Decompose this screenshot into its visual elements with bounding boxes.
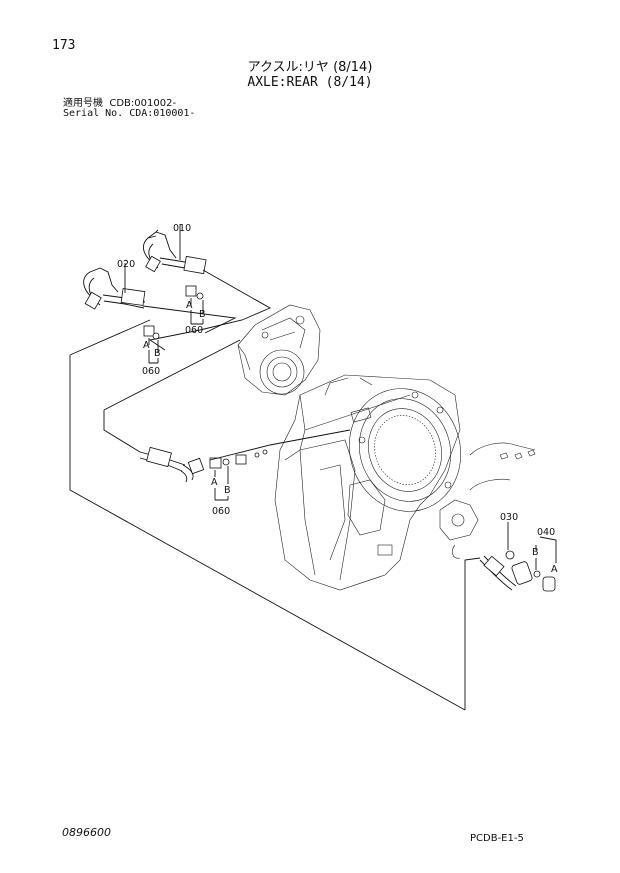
hose-010 — [142, 231, 207, 275]
callout-a: A — [186, 300, 193, 311]
callout-b: B — [154, 348, 161, 359]
drawing-code: 0896600 — [62, 826, 111, 839]
hose-020 — [83, 267, 146, 310]
hose-right — [479, 550, 556, 592]
callout-a: A — [551, 564, 558, 575]
callout-a: A — [143, 340, 150, 351]
callout-030: 030 — [500, 512, 518, 523]
callouts: 010 020 030 040 A B 060 A B 060 A B 060 … — [117, 223, 558, 575]
callout-b: B — [224, 485, 231, 496]
page-title-japanese: アクスル:リヤ (8/14) — [247, 60, 373, 75]
callout-040: 040 — [537, 527, 555, 538]
serial-number: Serial No. CDA:010001- — [63, 108, 196, 119]
callout-b: B — [532, 547, 539, 558]
callout-060: 060 — [212, 506, 230, 517]
axle-housing — [274, 374, 462, 591]
fitting-060-upper — [185, 285, 204, 300]
upper-valve-assembly — [237, 304, 321, 396]
callout-020: 020 — [117, 259, 135, 270]
callout-060: 060 — [142, 366, 160, 377]
serial-applicability-japanese: 適用号機 CDB:001002- — [63, 98, 177, 109]
callout-060: 060 — [185, 325, 203, 336]
page-title: AXLE:REAR (8/14) — [247, 75, 373, 90]
fitting-060-lower — [209, 449, 268, 469]
callout-b: B — [199, 309, 206, 320]
hose-lower — [139, 446, 205, 483]
callout-a: A — [211, 477, 218, 488]
page-number: 173 — [52, 38, 76, 53]
fitting-060-left — [143, 325, 160, 340]
routing-lines — [69, 224, 481, 711]
callout-010: 010 — [173, 223, 191, 234]
catalog-code: PCDB-E1-5 — [470, 833, 524, 844]
right-side-flange — [439, 442, 536, 559]
